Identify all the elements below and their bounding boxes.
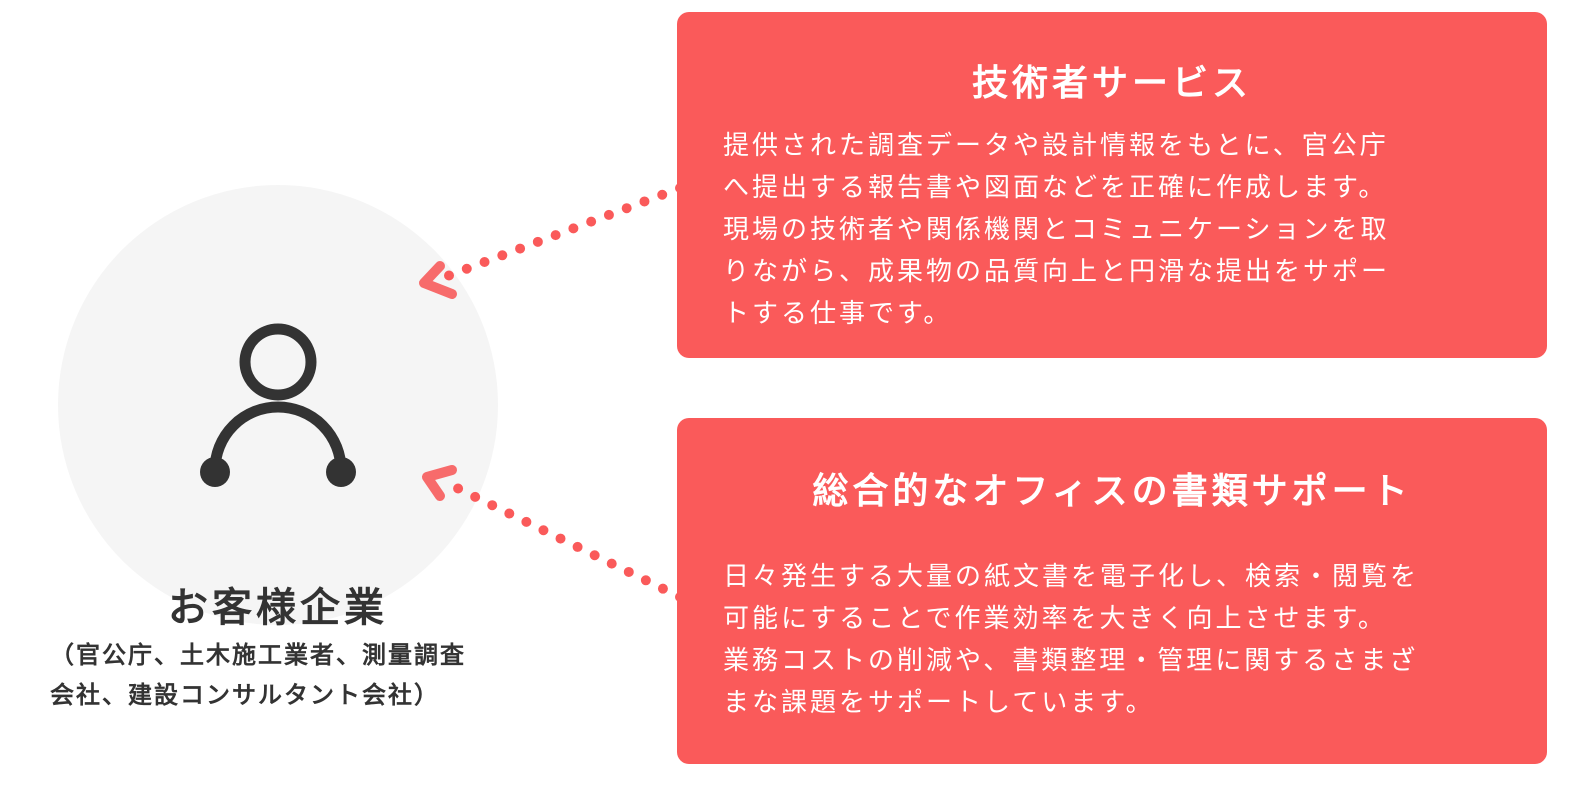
description-line: 業務コストの削減や、書類整理・管理に関するさまざ xyxy=(723,646,1419,676)
description-line: まな課題をサポートしています。 xyxy=(723,688,1155,718)
person-icon xyxy=(200,323,356,487)
description-line: 日々発生する大量の紙文書を電子化し、検索・閲覧を xyxy=(723,562,1420,592)
description-line: 現場の技術者や関係機関とコミュニケーションを取 xyxy=(723,215,1390,245)
description-line: へ提出する報告書や図面などを正確に作成します。 xyxy=(723,173,1388,203)
arrowhead-bottom-icon xyxy=(422,465,457,501)
client-subtitle: （官公庁、土木施工業者、測量調査 会社、建設コンサルタント会社） xyxy=(50,635,550,715)
description-line: 提供された調査データや設計情報をもとに、官公庁 xyxy=(723,131,1389,161)
service-card-engineer: 技術者サービス 提供された調査データや設計情報をもとに、官公庁 へ提出する報告書… xyxy=(677,12,1547,358)
description-line: りながら、成果物の品質向上と円滑な提出をサポー xyxy=(723,257,1391,287)
client-subtitle-line: （官公庁、土木施工業者、測量調査 xyxy=(50,641,466,669)
dotted-arrow-line-top xyxy=(440,183,685,282)
service-description: 日々発生する大量の紙文書を電子化し、検索・閲覧を 可能にすることで作業効率を大き… xyxy=(723,556,1517,724)
client-title: お客様企業 xyxy=(168,585,388,631)
description-line: 可能にすることで作業効率を大きく向上させます。 xyxy=(723,604,1387,634)
description-line: トする仕事です。 xyxy=(723,299,953,329)
client-subtitle-line: 会社、建設コンサルタント会社） xyxy=(50,681,440,709)
service-title: 技術者サービス xyxy=(971,63,1252,104)
arrowhead-top-icon xyxy=(419,261,457,299)
service-card-office-documents: 総合的なオフィスの書類サポート 日々発生する大量の紙文書を電子化し、検索・閲覧を… xyxy=(677,418,1547,764)
service-description: 提供された調査データや設計情報をもとに、官公庁 へ提出する報告書や図面などを正確… xyxy=(723,125,1517,335)
service-title: 総合的なオフィスの書類サポート xyxy=(812,471,1412,512)
dotted-arrow-line-bottom xyxy=(450,482,685,602)
